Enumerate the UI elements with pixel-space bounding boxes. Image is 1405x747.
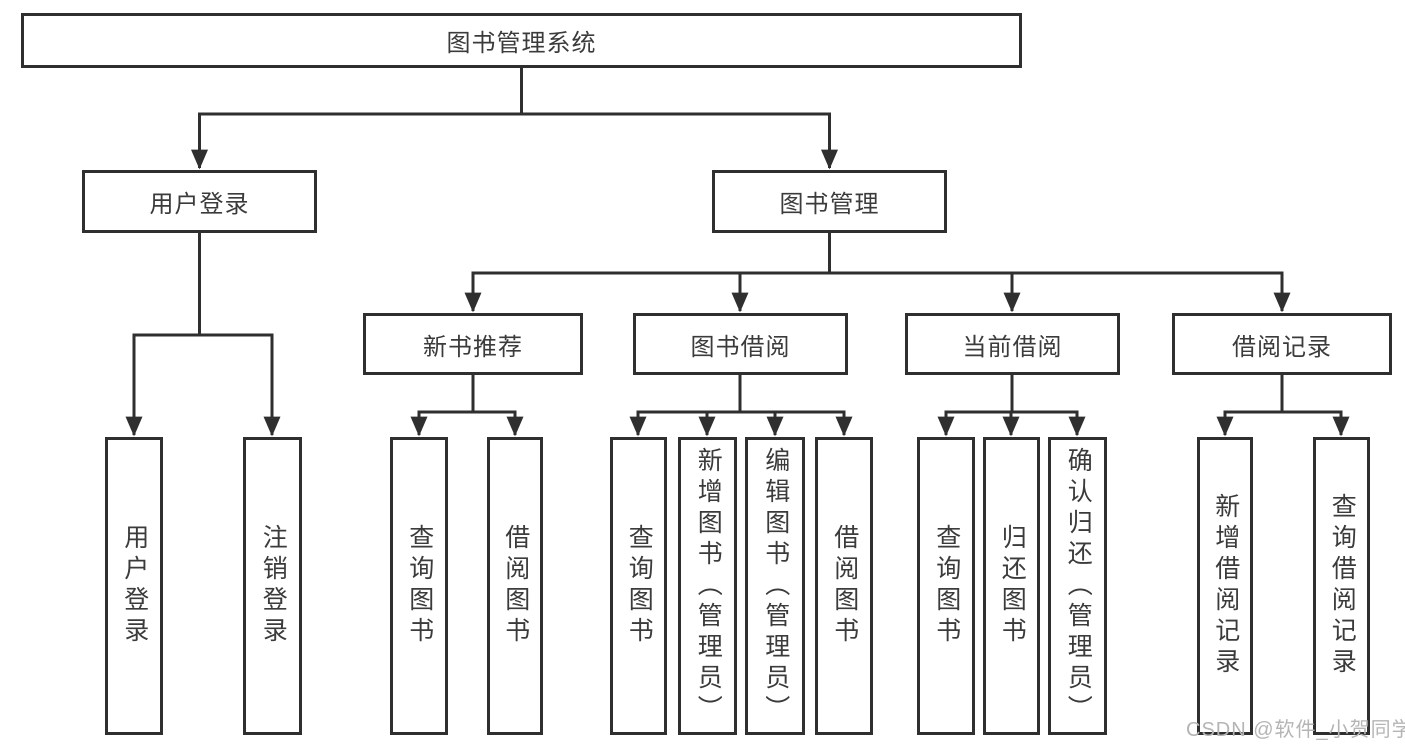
node-label: 用户登录 (149, 191, 250, 218)
node-new-book-recommend: 新书推荐 (363, 313, 583, 375)
leaf-add-borrow-record: 新增借阅记录 (1197, 437, 1253, 735)
watermark: CSDN @软件_小贺同学 (1186, 719, 1405, 741)
leaf-label: 编辑图书（管理员） (761, 446, 790, 726)
leaf-label: 借阅图书 (830, 524, 859, 648)
node-borrow-records: 借阅记录 (1172, 313, 1392, 375)
leaf-label: 确认归还（管理员） (1064, 446, 1093, 726)
leaf-label: 归还图书 (998, 524, 1027, 648)
node-label: 图书借阅 (690, 333, 791, 361)
node-user-login: 用户登录 (82, 170, 317, 233)
node-label: 借阅记录 (1232, 333, 1332, 361)
leaf-logout: 注销登录 (243, 437, 302, 735)
leaf-label: 查询图书 (625, 524, 654, 648)
leaf-query-books: 查询图书 (610, 437, 667, 735)
leaf-label: 查询图书 (405, 524, 434, 648)
node-current-borrow: 当前借阅 (905, 313, 1120, 375)
leaf-label: 用户登录 (120, 524, 149, 648)
node-label: 图书管理系统 (446, 30, 597, 57)
leaf-query-borrow-record: 查询借阅记录 (1313, 437, 1370, 735)
leaf-return-books: 归还图书 (983, 437, 1040, 735)
node-label: 当前借阅 (962, 333, 1063, 361)
leaf-label: 查询图书 (932, 524, 961, 648)
leaf-label: 借阅图书 (501, 524, 530, 648)
leaf-label: 注销登录 (259, 524, 288, 648)
leaf-label: 查询借阅记录 (1328, 493, 1357, 679)
leaf-user-login: 用户登录 (105, 437, 163, 735)
node-library-management-system: 图书管理系统 (21, 13, 1022, 68)
leaf-label: 新增借阅记录 (1211, 493, 1240, 679)
leaf-add-books-admin: 新增图书（管理员） (678, 437, 737, 735)
node-label: 图书管理 (779, 191, 880, 218)
node-book-management: 图书管理 (712, 170, 947, 233)
leaf-confirm-return-admin: 确认归还（管理员） (1048, 437, 1107, 735)
leaf-edit-books-admin: 编辑图书（管理员） (745, 437, 805, 735)
leaf-query-books: 查询图书 (390, 437, 448, 735)
leaf-query-books: 查询图书 (917, 437, 975, 735)
leaf-borrow-books: 借阅图书 (487, 437, 543, 735)
node-book-borrow: 图书借阅 (633, 313, 848, 375)
leaf-borrow-books: 借阅图书 (815, 437, 873, 735)
leaf-label: 新增图书（管理员） (694, 446, 723, 726)
node-label: 新书推荐 (423, 333, 523, 361)
